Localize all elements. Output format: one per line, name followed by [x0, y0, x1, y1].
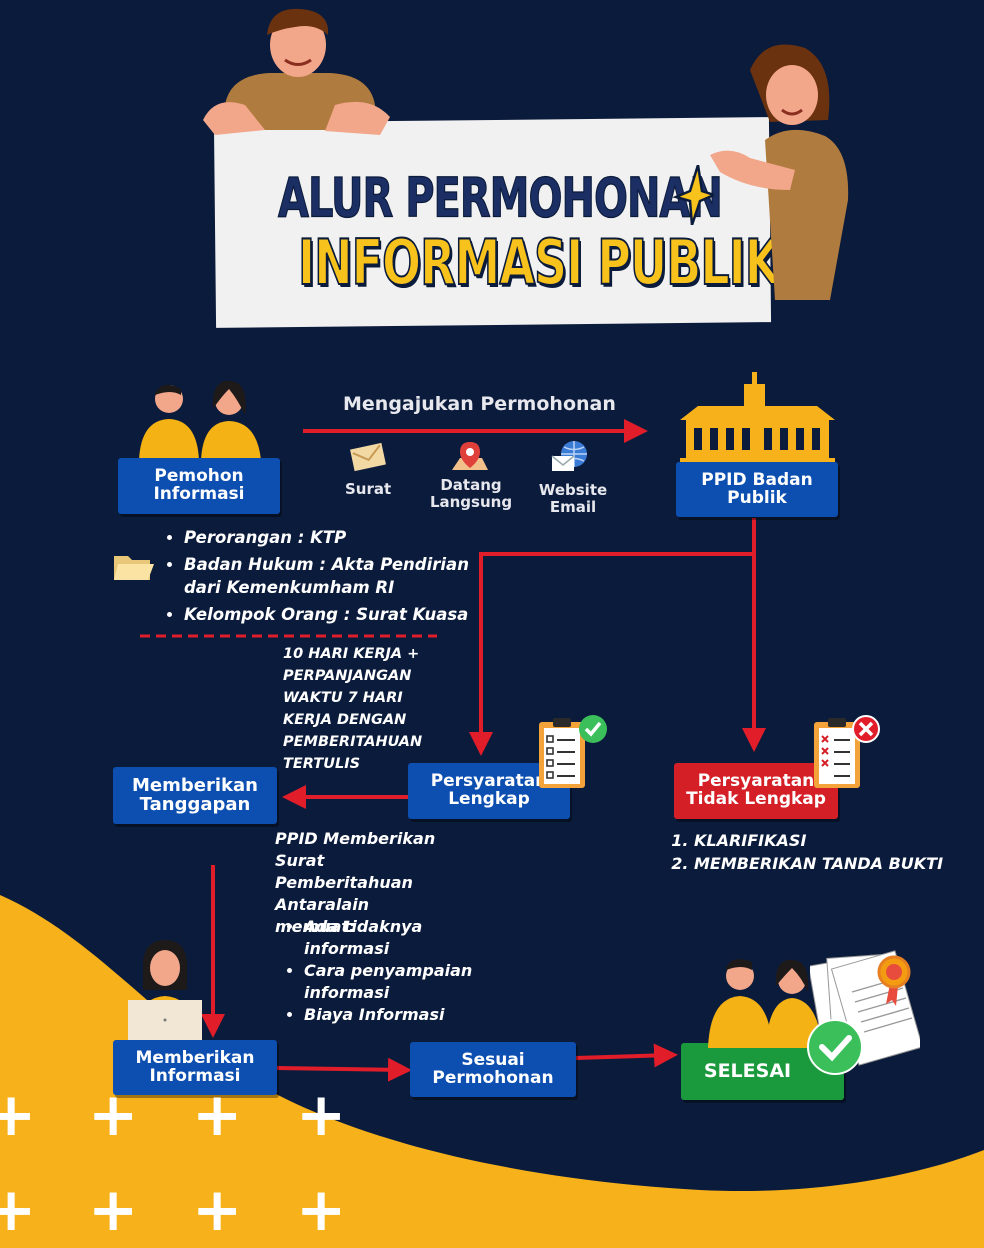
folder-icon: [114, 556, 154, 580]
certificate-icon: [810, 950, 920, 1066]
sparkle-icon: [672, 165, 714, 225]
node-memberikan-tanggapan: Memberikan Tanggapan: [113, 767, 277, 824]
notice-item: Biaya Informasi: [304, 1004, 474, 1026]
checklist-ok-icon: [539, 715, 607, 788]
globe-mail-icon: [551, 441, 587, 471]
notice-items: Ada tidaknya informasi Cara penyampaian …: [282, 916, 474, 1026]
finish-applicants-icon: [708, 959, 822, 1048]
plus-decoration: +: [0, 1080, 37, 1150]
node-memberikan-informasi: Memberikan Informasi: [113, 1040, 277, 1095]
notice-item: Cara penyampaian informasi: [304, 960, 474, 1004]
title-line-2: INFORMASI PUBLIK: [297, 225, 781, 300]
channel-datang-langsung: Datang Langsung: [429, 476, 513, 512]
node-selesai: SELESAI: [681, 1043, 844, 1100]
notice-intro: PPID Memberikan Surat Pemberitahuan Anta…: [275, 829, 436, 937]
plus-decoration: +: [88, 1080, 139, 1150]
node-persyaratan-tidak-lengkap: Persyaratan Tidak Lengkap: [674, 763, 838, 819]
checklist-x-icon: [814, 715, 880, 788]
plus-decoration: +: [192, 1175, 243, 1245]
map-pin-icon: [452, 442, 488, 470]
node-pemohon: Pemohon Informasi: [118, 458, 280, 514]
node-sesuai-permohonan: Sesuai Permohonan: [410, 1042, 576, 1097]
plus-decoration: +: [296, 1175, 347, 1245]
applicants-icon: [139, 380, 261, 460]
plus-decoration: +: [296, 1080, 347, 1150]
person-pointing-icon: [203, 8, 390, 135]
channel-surat: Surat: [345, 480, 392, 498]
incomplete-step: KLARIFIKASI: [694, 829, 954, 852]
requirement-item: Badan Hukum : Akta Pendirian dari Kemenk…: [184, 553, 494, 599]
incomplete-step: MEMBERIKAN TANDA BUKTI: [694, 852, 954, 875]
requirement-item: Perorangan : KTP: [184, 526, 494, 549]
timeline-note: 10 HARI KERJA + PERPANJANGAN WAKTU 7 HAR…: [283, 646, 423, 773]
woman-pointing-icon: [710, 44, 849, 300]
check-circle-icon: [807, 1019, 863, 1075]
notice-item: Ada tidaknya informasi: [304, 916, 474, 960]
plus-decoration: +: [0, 1175, 37, 1245]
submit-label: Mengajukan Permohonan: [343, 393, 616, 415]
requirement-item: Kelompok Orang : Surat Kuasa: [184, 603, 494, 626]
woman-laptop-icon: [128, 940, 202, 1040]
plus-decoration: +: [88, 1175, 139, 1245]
envelope-icon: [350, 442, 386, 472]
plus-decoration: +: [192, 1080, 243, 1150]
incomplete-steps: KLARIFIKASI MEMBERIKAN TANDA BUKTI: [676, 829, 954, 875]
building-icon: [680, 372, 835, 464]
title-line-1: ALUR PERMOHONAN: [278, 167, 724, 231]
requirements-list: Perorangan : KTP Badan Hukum : Akta Pend…: [162, 526, 494, 630]
channel-website-email: Website Email: [538, 481, 608, 517]
node-ppid: PPID Badan Publik: [676, 462, 838, 517]
